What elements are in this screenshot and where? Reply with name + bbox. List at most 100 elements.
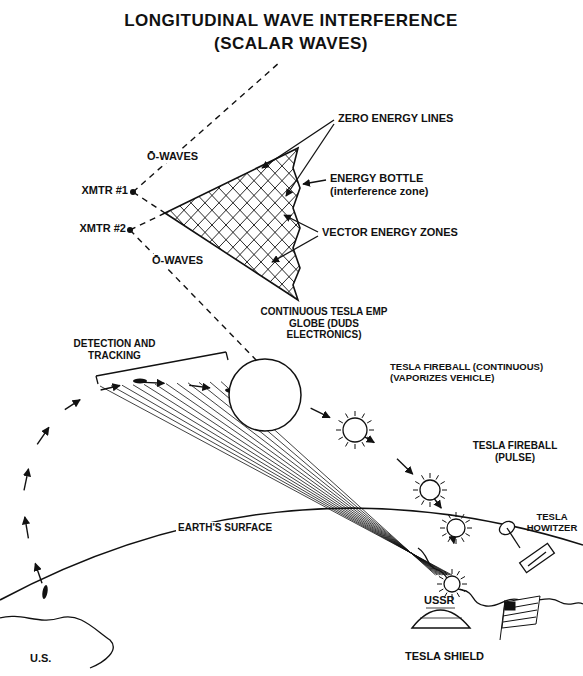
label: Ō-WAVES (150, 254, 205, 267)
zero-energy-line (38, 130, 218, 320)
fireball-ray (367, 421, 371, 424)
leader-arrow (286, 124, 334, 196)
detection-bracket (226, 352, 228, 360)
label: Ō-WAVES (145, 150, 200, 163)
zero-energy-line (0, 130, 50, 320)
trajectory-arrow (189, 385, 210, 388)
flag (502, 596, 540, 628)
label: XMTR #2 (64, 222, 126, 235)
zero-energy-line (192, 130, 372, 320)
emp-globe (229, 359, 301, 431)
fireball-ray (442, 534, 446, 537)
trajectory-arrow (397, 459, 413, 474)
fireball (444, 576, 460, 592)
zero-energy-line (0, 130, 78, 320)
zero-energy-line (24, 130, 204, 320)
label: U.S. (30, 652, 51, 665)
fireball-ray (362, 414, 365, 418)
fireball-ray (339, 421, 343, 424)
us-coastline (0, 616, 113, 668)
zero-energy-line (0, 130, 162, 320)
zero-energy-line (346, 130, 526, 320)
label: TESLA FIREBALL (CONTINUOUS) (VAPORIZES V… (390, 362, 579, 384)
leader-arrow (284, 215, 318, 232)
fireball-ray (367, 437, 371, 440)
fireball-ray (436, 500, 439, 504)
fireball-ray (448, 538, 451, 542)
zero-energy-line (262, 130, 442, 320)
fireball-ray (457, 593, 460, 597)
fireball-ray (439, 577, 443, 580)
tracking-ray (155, 384, 445, 575)
fireball-ray (456, 539, 457, 544)
label: TESLA HOWITZER (524, 512, 580, 534)
zero-energy-line (0, 130, 162, 320)
fireball (343, 418, 367, 442)
fireball-ray (422, 500, 425, 504)
fireball-ray (415, 496, 419, 499)
leader-arrow (303, 180, 326, 184)
tracking-ray (177, 383, 442, 575)
tracking-ray (188, 383, 440, 575)
fireball-ray (355, 411, 356, 416)
zero-energy-line (318, 130, 498, 320)
tracking-ray (166, 384, 443, 575)
fireball (447, 519, 465, 537)
earth-surface-line (0, 508, 583, 600)
fireball-ray (346, 414, 349, 418)
zero-energy-line (332, 130, 512, 320)
fireball-ray (439, 589, 443, 592)
zero-energy-line (262, 130, 442, 320)
fireball-ray (413, 490, 418, 491)
fireball-ray (355, 444, 356, 449)
fireball-ray (346, 442, 349, 446)
fireball-ray (437, 584, 442, 585)
zero-energy-line (290, 130, 470, 320)
tesla-shield-dome (412, 610, 470, 628)
label: VECTOR ENERGY ZONES (322, 226, 458, 239)
zero-energy-line (374, 130, 554, 320)
zero-energy-line (234, 130, 414, 320)
trajectory-arrow (25, 517, 29, 539)
satellite-panel (520, 543, 555, 572)
zero-energy-line (0, 130, 50, 320)
trajectory-arrow (35, 563, 42, 583)
fireball-ray (466, 534, 470, 537)
fireball-ray (430, 502, 431, 507)
zero-energy-line (220, 130, 400, 320)
label: ZERO ENERGY LINES (338, 112, 453, 125)
fireball-ray (445, 571, 448, 575)
fireball-ray (461, 577, 465, 580)
zero-energy-line (290, 130, 470, 320)
zero-energy-line (122, 130, 302, 320)
fireball-ray (442, 520, 446, 523)
zero-energy-line (402, 130, 582, 320)
zero-energy-line (220, 130, 400, 320)
zero-energy-line (402, 130, 582, 320)
fireball-ray (440, 482, 444, 485)
zero-energy-line (38, 130, 218, 320)
zero-energy-line (388, 130, 568, 320)
missile (133, 379, 147, 384)
zero-energy-line (52, 130, 232, 320)
zero-energy-line (416, 130, 583, 320)
fireball-ray (452, 569, 453, 574)
zero-energy-line (52, 130, 232, 320)
wave-cone-line (133, 62, 280, 192)
energy-bottle-outline (165, 148, 300, 300)
zero-energy-line (0, 130, 134, 320)
zero-energy-line (416, 130, 583, 320)
zero-energy-line (234, 130, 414, 320)
fireball-ray (336, 430, 341, 431)
trajectory-arrow (65, 400, 80, 410)
zero-energy-line (388, 130, 568, 320)
fireball-ray (462, 514, 465, 518)
fireballs (336, 411, 472, 599)
zero-energy-line (332, 130, 512, 320)
label: ENERGY BOTTLE (interference zone) (330, 172, 455, 197)
fireball-ray (430, 473, 431, 478)
fireball (420, 480, 440, 500)
fireball-ray (362, 442, 365, 446)
label: TESLA FIREBALL (PULSE) (463, 440, 567, 463)
